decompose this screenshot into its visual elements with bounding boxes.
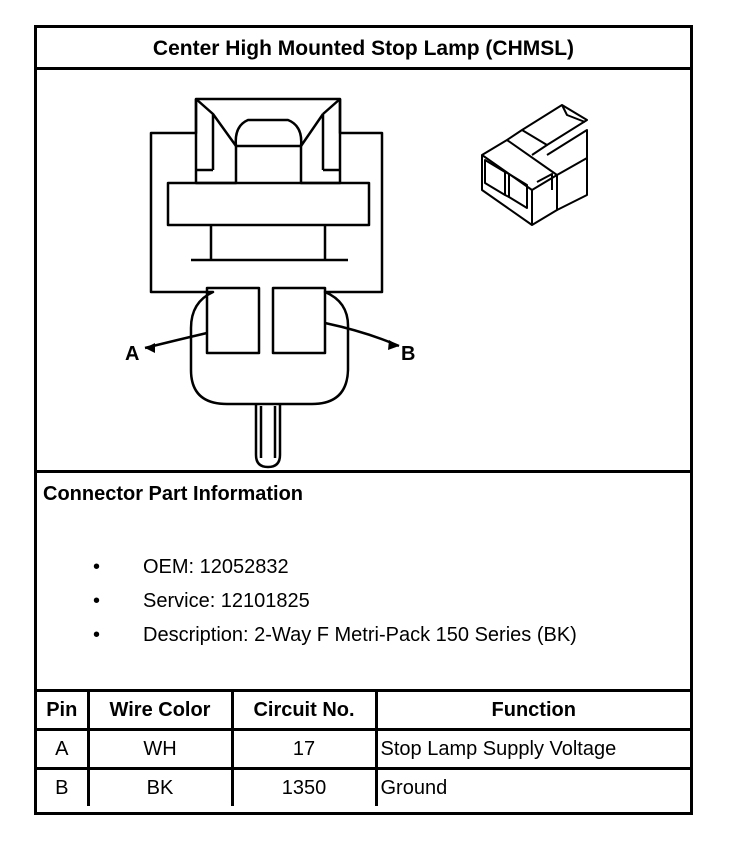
page-title: Center High Mounted Stop Lamp (CHMSL) bbox=[37, 28, 690, 70]
pin-label-b: B bbox=[401, 343, 415, 365]
wire-color-cell: WH bbox=[86, 728, 234, 770]
service-part-number: Service: 12101825 bbox=[143, 590, 310, 612]
circuit-cell: 17 bbox=[230, 728, 378, 770]
terminal-cavity-b bbox=[271, 286, 327, 355]
key-post bbox=[254, 404, 282, 469]
bullet-icon: • bbox=[93, 590, 101, 612]
connector-diagram: A B bbox=[37, 70, 690, 473]
list-item: • Service: 12101825 bbox=[37, 584, 690, 618]
bullet-icon: • bbox=[93, 624, 101, 646]
pin-table: Pin Wire Color Circuit No. Function A WH… bbox=[37, 689, 690, 806]
table-row: B BK 1350 Ground bbox=[37, 767, 690, 806]
circuit-cell: 1350 bbox=[230, 767, 378, 806]
table-header-row: Pin Wire Color Circuit No. Function bbox=[37, 689, 690, 731]
part-info-list: • OEM: 12052832 • Service: 12101825 • De… bbox=[37, 550, 690, 652]
column-header-wire-color: Wire Color bbox=[86, 689, 234, 731]
connector-isometric-view bbox=[481, 104, 588, 226]
function-cell: Stop Lamp Supply Voltage bbox=[374, 728, 690, 770]
terminal-cavity-a bbox=[205, 286, 261, 355]
leader-line-b bbox=[324, 321, 400, 348]
housing-crossbar bbox=[166, 181, 371, 227]
pin-label-a: A bbox=[125, 343, 139, 365]
list-item: • OEM: 12052832 bbox=[37, 550, 690, 584]
column-header-circuit: Circuit No. bbox=[230, 689, 378, 731]
column-header-function: Function bbox=[374, 689, 690, 731]
connector-sheet: Center High Mounted Stop Lamp (CHMSL) bbox=[34, 25, 693, 815]
oem-part-number: OEM: 12052832 bbox=[143, 556, 289, 578]
column-header-pin: Pin bbox=[37, 689, 90, 731]
latch-outline bbox=[194, 99, 342, 185]
table-row: A WH 17 Stop Lamp Supply Voltage bbox=[37, 728, 690, 770]
wire-color-cell: BK bbox=[86, 767, 234, 806]
pin-cell: A bbox=[37, 728, 90, 770]
section-heading: Connector Part Information bbox=[43, 483, 304, 505]
connector-description: Description: 2-Way F Metri-Pack 150 Seri… bbox=[143, 624, 577, 646]
connector-face-drawing: A B bbox=[125, 97, 588, 469]
pin-cell: B bbox=[37, 767, 90, 806]
function-cell: Ground bbox=[374, 767, 690, 806]
connector-part-info: Connector Part Information • OEM: 120528… bbox=[37, 473, 690, 689]
list-item: • Description: 2-Way F Metri-Pack 150 Se… bbox=[37, 618, 690, 652]
connector-housing-outline bbox=[149, 97, 384, 406]
bullet-icon: • bbox=[93, 556, 101, 578]
